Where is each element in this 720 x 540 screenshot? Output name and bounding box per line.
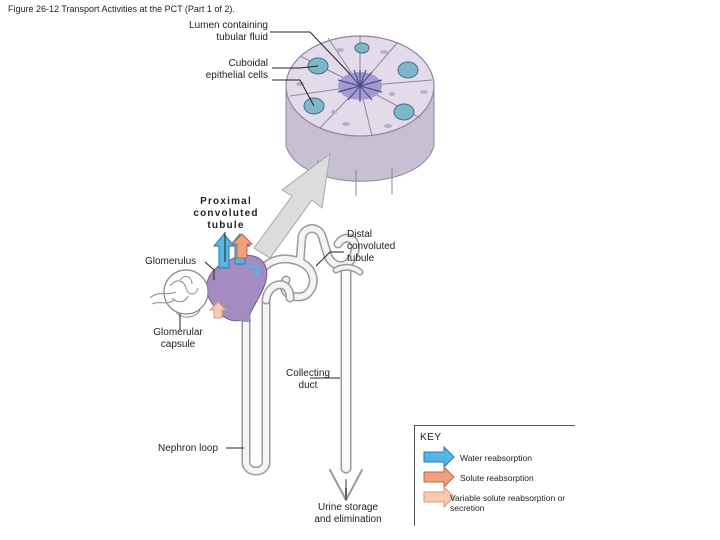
leader-lines bbox=[179, 232, 347, 500]
zoom-arrow bbox=[253, 152, 331, 259]
pct-cross-section bbox=[285, 35, 435, 196]
key-box bbox=[414, 425, 575, 526]
key-item-water: Water reabsorption bbox=[460, 453, 532, 463]
key-item-variable: Variable solute reabsorption or secretio… bbox=[450, 493, 566, 513]
variable-arrow-icon bbox=[208, 301, 228, 319]
key-title: KEY bbox=[420, 432, 442, 443]
glomerulus bbox=[149, 269, 209, 318]
label-glomerulus: Glomerulus bbox=[145, 256, 197, 267]
figure-title: Figure 26-12 Transport Activities at the… bbox=[8, 4, 235, 14]
key-item-solute: Solute reabsorption bbox=[460, 473, 534, 483]
key-arrows bbox=[423, 445, 455, 509]
transport-arrows bbox=[208, 233, 260, 319]
label-nephron-loop: Nephron loop bbox=[158, 443, 219, 454]
solute-arrow-icon bbox=[230, 233, 254, 259]
